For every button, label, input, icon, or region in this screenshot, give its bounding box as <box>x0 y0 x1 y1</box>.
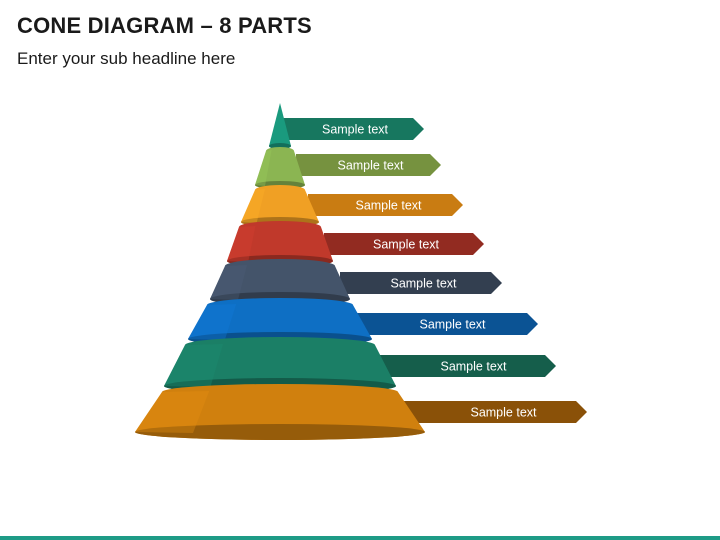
cone-layer-8 <box>135 384 425 440</box>
cone-layer-5-highlight <box>210 265 247 300</box>
level-7-arrow-shape <box>380 355 556 377</box>
level-5-label-arrow: Sample text <box>340 272 502 294</box>
level-6-arrow-shape <box>356 313 538 335</box>
cone-layer-8-highlight <box>135 391 210 433</box>
cone-layer-2-highlight <box>255 150 272 186</box>
cone-layer-3 <box>241 185 319 227</box>
level-4-label-arrow: Sample text <box>324 233 484 255</box>
level-6-label: Sample text <box>419 318 486 332</box>
level-2-arrow-shape <box>296 154 441 176</box>
cone-layer-7-highlight <box>164 344 223 387</box>
cone-layer-3-body <box>241 185 319 227</box>
bottom-accent-bar <box>0 536 720 540</box>
level-7-label-arrow: Sample text <box>380 355 556 377</box>
cone-layer-6-highlight <box>188 304 237 340</box>
level-6-label-arrow: Sample text <box>356 313 538 335</box>
slide-title: CONE DIAGRAM – 8 PARTS <box>17 13 312 38</box>
cone-layer-4-body <box>227 221 333 267</box>
cone-layer-8-rim <box>135 424 425 440</box>
level-8-label-arrow: Sample text <box>404 401 587 423</box>
level-5-arrow-shape <box>340 272 502 294</box>
level-1-label-arrow: Sample text <box>280 118 424 140</box>
level-4-label: Sample text <box>373 238 440 252</box>
level-8-arrow-shape <box>404 401 587 423</box>
level-7-label: Sample text <box>440 360 507 374</box>
level-5-label: Sample text <box>390 277 457 291</box>
level-1-label: Sample text <box>322 123 389 137</box>
level-3-arrow-shape <box>308 194 463 216</box>
cone-layer-2-body <box>255 147 305 189</box>
level-8-label: Sample text <box>470 406 537 420</box>
cone-layer-4-highlight <box>227 226 256 262</box>
level-3-label-arrow: Sample text <box>308 194 463 216</box>
cone-layer-1-body <box>269 103 291 149</box>
cone-layer-3-highlight <box>241 189 265 223</box>
level-2-label: Sample text <box>337 159 404 173</box>
cone-layer-2 <box>255 147 305 189</box>
slide-subtitle: Enter your sub headline here <box>17 49 236 68</box>
level-2-label-arrow: Sample text <box>296 154 441 176</box>
level-4-arrow-shape <box>324 233 484 255</box>
level-1-arrow-shape <box>280 118 424 140</box>
level-3-label: Sample text <box>355 199 422 213</box>
cone-layer-6 <box>188 298 372 346</box>
